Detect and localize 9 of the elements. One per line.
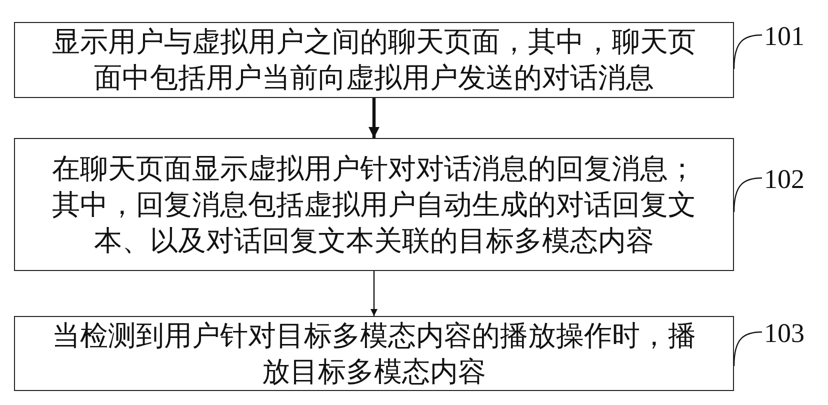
step-text: 当检测到用户针对目标多模态内容的播放操作时，播放目标多模态内容: [51, 318, 697, 390]
step-text: 在聊天页面显示虚拟用户针对对话消息的回复消息；其中，回复消息包括虚拟用户自动生成的对话回复文本、以及对话回复文本关联的目标多模态内容: [51, 150, 697, 258]
step-text: 显示用户与虚拟用户之间的聊天页面，其中，聊天页面中包括用户当前向虚拟用户发送的对话消息: [51, 24, 697, 96]
step-number: 101: [764, 23, 808, 50]
step-number: 103: [764, 320, 808, 347]
arrow: [368, 98, 380, 138]
process-box: [14, 138, 734, 271]
arrow: [370, 271, 378, 316]
step-number: 102: [764, 166, 808, 193]
